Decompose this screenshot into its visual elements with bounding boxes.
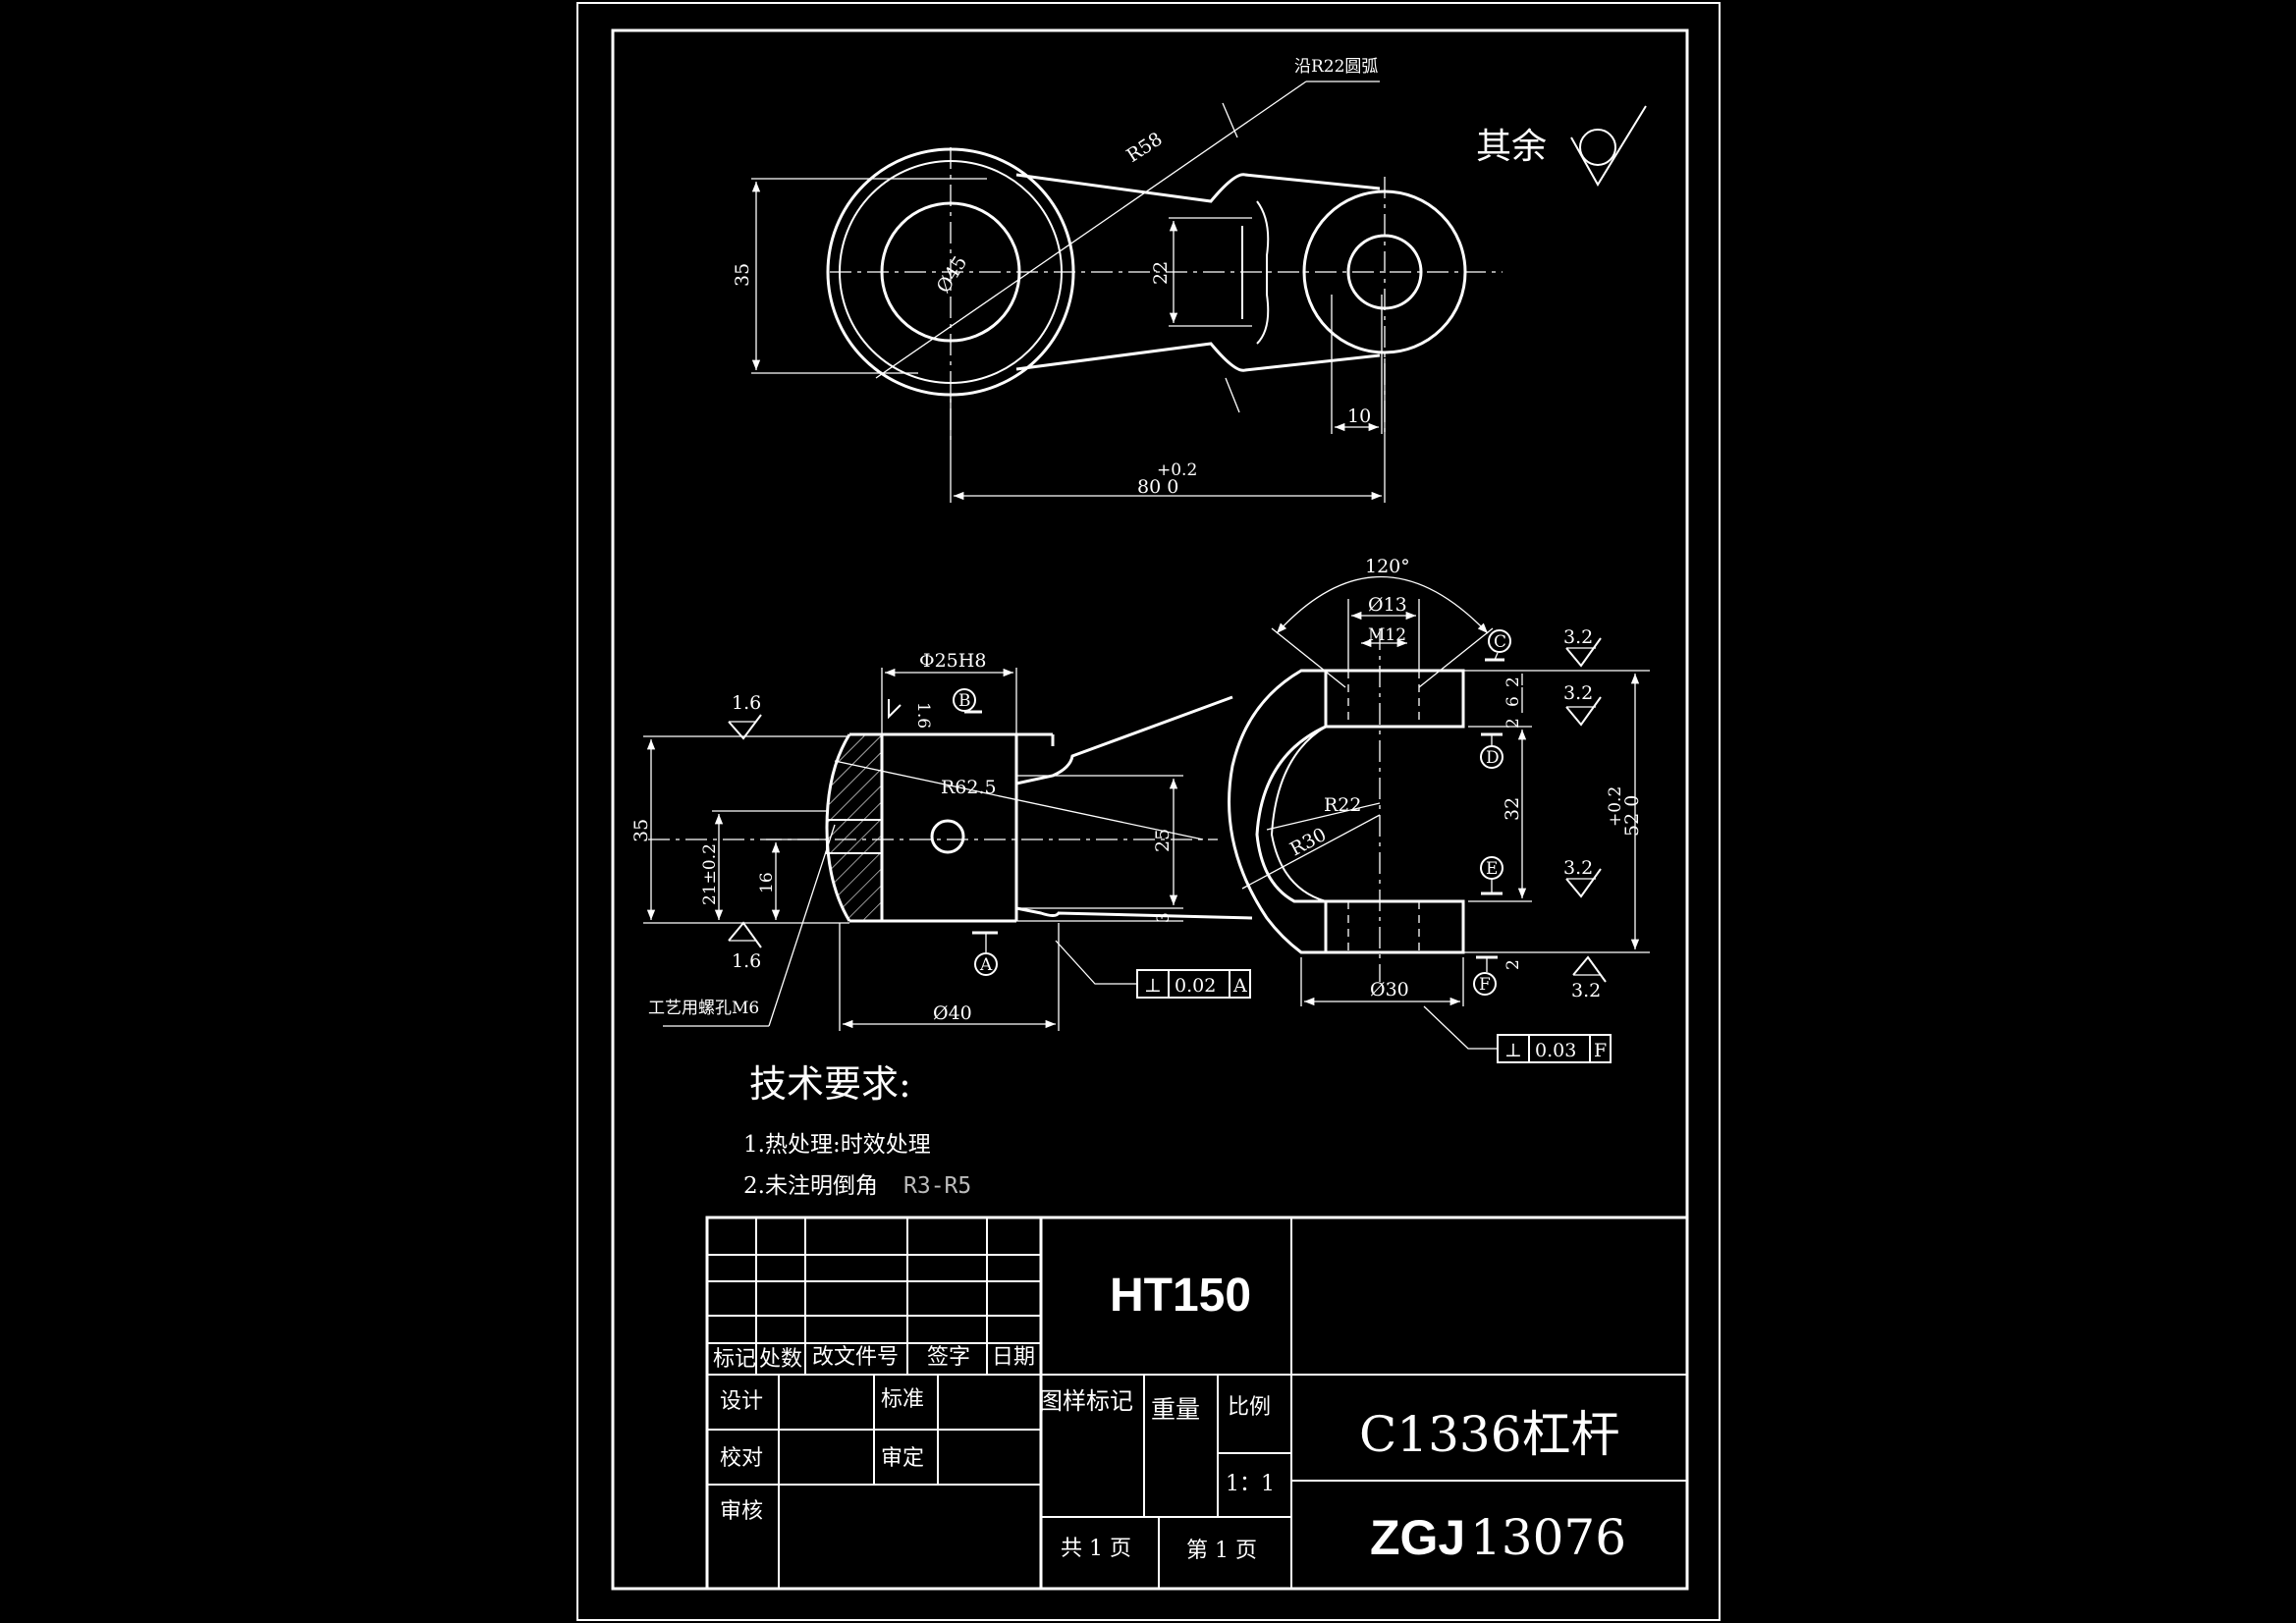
roughness-3-2-a: 3.2 <box>1563 626 1593 648</box>
front-dia40: Ø40 <box>933 1002 972 1024</box>
roughness-symbols: 1.6 1.6 3.2 3.2 3.2 3.2 <box>728 626 1607 1001</box>
tb-audit: 审核 <box>720 1499 763 1524</box>
title-block: HT150 标记 处数 改文件号 签字 日期 设计 标准 校对 审定 审核 图样… <box>705 1216 1689 1591</box>
tb-page-no: 第 1 页 <box>1186 1539 1257 1563</box>
roughness-3-2-d: 3.2 <box>1571 980 1601 1001</box>
top-arc-note: 沿R22圆弧 <box>1294 57 1378 77</box>
tolerance-frame-2: ⊥ 0.03 F <box>1423 1005 1612 1063</box>
top-h35: 35 <box>732 263 753 287</box>
front-r16-small: 1.6 <box>913 702 933 729</box>
tb-standard: 标准 <box>881 1387 924 1412</box>
datum-markers: B A C D E F <box>953 629 1511 996</box>
tf2-symbol: ⊥ <box>1504 1040 1522 1061</box>
datum-c: C <box>1494 632 1506 652</box>
front-thread-hole: 工艺用螺孔M6 <box>648 999 759 1018</box>
front-h35: 35 <box>630 819 652 842</box>
datum-b: B <box>958 691 971 711</box>
front-phi25h8: Φ25H8 <box>919 650 986 672</box>
tf1-symbol: ⊥ <box>1144 975 1162 997</box>
front-d2b: 2 <box>1503 718 1523 729</box>
roughness-1-6-bottom: 1.6 <box>732 950 761 972</box>
tb-review: 审定 <box>881 1446 924 1471</box>
front-d2c: 2 <box>1503 959 1523 970</box>
tf2-value: 0.03 <box>1535 1040 1576 1061</box>
roughness-1-6-top: 1.6 <box>732 692 761 714</box>
tech-item2-value: R3-R5 <box>903 1173 971 1199</box>
top-tol: +0.2 <box>1157 460 1197 480</box>
tech-item2-prefix: 2.未注明倒角 <box>743 1173 878 1199</box>
tb-drawing-no-prefix: ZGJ <box>1370 1510 1465 1565</box>
tb-total-pages: 共 1 页 <box>1061 1537 1131 1561</box>
front-dia30: Ø30 <box>1370 979 1409 1001</box>
datum-e: E <box>1486 859 1498 879</box>
tb-scale-label: 比例 <box>1228 1395 1271 1420</box>
front-h3: 3 <box>1154 912 1174 923</box>
tech-requirements: 技术要求: 1.热处理:时效处理 2.未注明倒角 R3-R5 <box>743 1062 971 1199</box>
front-tol52: 52 0 <box>1621 795 1643 837</box>
tb-rev-date: 日期 <box>992 1345 1035 1370</box>
tech-item1: 1.热处理:时效处理 <box>743 1132 931 1158</box>
front-angle120: 120° <box>1365 556 1410 577</box>
roughness-3-2-b: 3.2 <box>1563 682 1593 704</box>
top-dia45: Ø45 <box>933 252 972 297</box>
tb-design: 设计 <box>720 1389 763 1414</box>
tb-scale-value: 1：1 <box>1226 1472 1275 1496</box>
front-h25: 25 <box>1152 829 1174 852</box>
tb-drawing-no-suffix: 13076 <box>1470 1509 1626 1566</box>
tb-rev-mark: 标记 <box>713 1347 756 1372</box>
tf1-datum: A <box>1232 975 1247 997</box>
tb-pattern-mark: 图样标记 <box>1039 1387 1133 1415</box>
datum-a: A <box>979 955 993 975</box>
top-h22: 22 <box>1150 261 1172 285</box>
datum-f: F <box>1479 975 1491 995</box>
datum-d: D <box>1486 748 1500 768</box>
tb-rev-docno: 改文件号 <box>812 1345 899 1370</box>
tb-rev-count: 处数 <box>759 1347 802 1372</box>
top-r58: R58 <box>1122 129 1166 167</box>
tolerance-frame-1: ⊥ 0.02 A <box>1055 940 1251 999</box>
tf1-value: 0.02 <box>1175 975 1216 997</box>
front-m12: M12 <box>1368 625 1406 645</box>
tb-part-name: C1336杠杆 <box>1359 1406 1620 1463</box>
front-view: 120° Ø13 M12 Φ25H8 1.6 R62.5 25 3 R22 R3… <box>630 556 1650 1031</box>
tb-material: HT150 <box>1110 1270 1251 1322</box>
front-d2a: 2 <box>1503 676 1523 687</box>
tb-weight: 重量 <box>1151 1395 1200 1424</box>
top-w10: 10 <box>1347 406 1371 427</box>
front-h32: 32 <box>1502 797 1523 821</box>
front-h16: 16 <box>757 872 777 893</box>
surface-roughness-note: 其余 <box>1476 105 1647 187</box>
front-h21: 21±0.2 <box>700 843 720 905</box>
front-r30: R30 <box>1286 824 1330 860</box>
top-len80: 80 0 <box>1137 476 1178 498</box>
tech-heading: 技术要求: <box>749 1062 911 1106</box>
tf2-datum: F <box>1594 1040 1607 1061</box>
tb-check: 校对 <box>720 1446 763 1471</box>
top-view: 沿R22圆弧 R58 Ø45 35 22 10 +0.2 80 0 <box>732 57 1503 503</box>
surface-note-label: 其余 <box>1476 127 1547 167</box>
roughness-3-2-c: 3.2 <box>1563 857 1593 879</box>
front-dia13: Ø13 <box>1368 594 1407 616</box>
front-r625: R62.5 <box>941 777 997 798</box>
front-d6: 6 <box>1503 696 1523 707</box>
front-r22: R22 <box>1324 794 1361 816</box>
front-tol52-top: +0.2 <box>1606 786 1625 827</box>
tb-rev-sign: 签字 <box>927 1345 970 1370</box>
